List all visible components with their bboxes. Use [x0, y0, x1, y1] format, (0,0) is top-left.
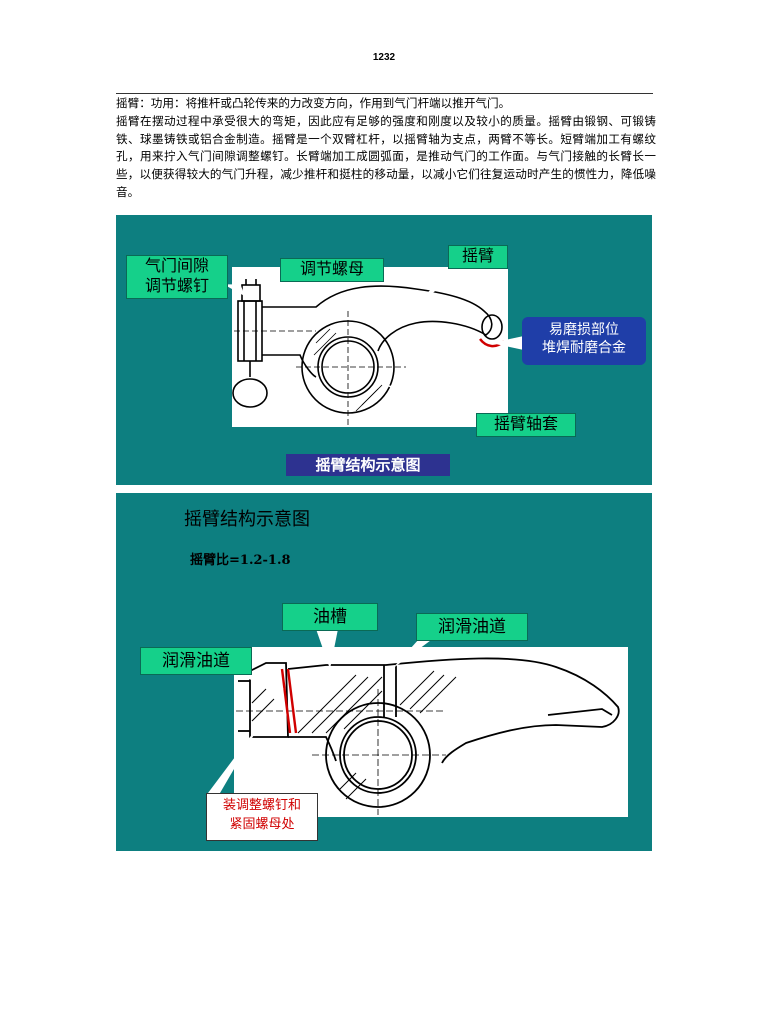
page-number: 1232 — [372, 52, 396, 63]
label-adjusting-nut: 调节螺母 — [280, 258, 384, 282]
label-oil-passage-left: 润滑油道 — [140, 647, 252, 675]
label-oil-passage-right: 润滑油道 — [416, 613, 528, 641]
rocker-arm-drawing-1 — [223, 264, 523, 427]
header-rule — [116, 93, 653, 94]
paragraph-description: 摇臂在摆动过程中承受很大的弯矩，因此应有足够的强度和刚度以及较小的质量。摇臂由锻… — [116, 113, 656, 199]
body-text: 摇臂：功用：将推杆或凸轮传来的力改变方向，作用到气门杆端以推开气门。 摇臂在摆动… — [116, 95, 656, 202]
figure-1-caption: 摇臂结构示意图 — [286, 454, 450, 476]
label-shaft-bushing: 摇臂轴套 — [476, 413, 576, 437]
rocker-arm-figure-2: 摇臂结构示意图 摇臂比=1.2-1.8 油槽 润滑油道 润滑油道 装调整螺钉和 … — [116, 493, 652, 851]
label-wear-area: 易磨损部位 堆焊耐磨合金 — [522, 317, 646, 365]
label-rocker-arm: 摇臂 — [448, 245, 508, 269]
label-clearance-screw: 气门间隙 调节螺钉 — [126, 255, 228, 299]
rocker-arm-figure-1: 气门间隙 调节螺钉 调节螺母 摇臂 易磨损部位 堆焊耐磨合金 摇臂轴套 摇臂结构… — [116, 215, 652, 485]
figure-2-title: 摇臂结构示意图 — [184, 509, 310, 530]
label-screw-mount: 装调整螺钉和 紧固螺母处 — [206, 793, 318, 841]
paragraph-function: 摇臂：功用：将推杆或凸轮传来的力改变方向，作用到气门杆端以推开气门。 — [116, 96, 511, 110]
label-oil-groove: 油槽 — [282, 603, 378, 631]
rocker-ratio: 摇臂比=1.2-1.8 — [190, 553, 291, 568]
